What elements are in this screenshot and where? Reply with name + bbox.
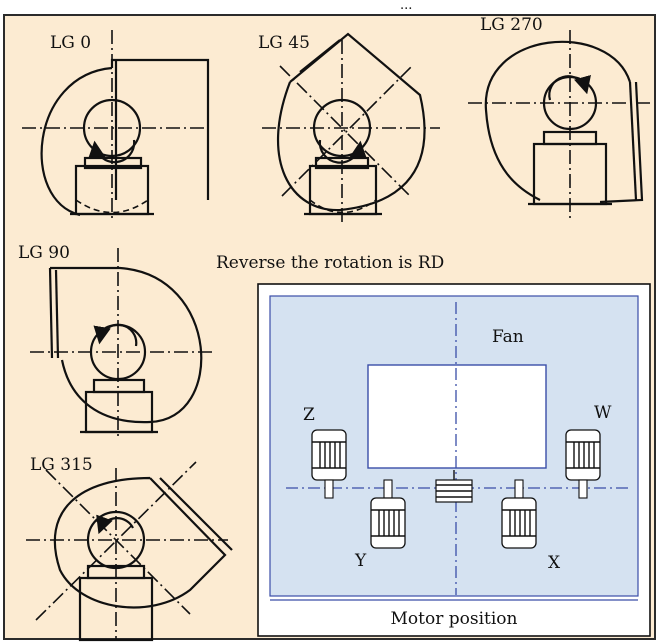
lg270-label: LG 270: [480, 15, 543, 35]
motor-x: [501, 479, 537, 549]
lg45-label: LG 45: [258, 33, 310, 53]
fan-body: [367, 364, 547, 469]
rotation-note: Reverse the rotation is RD: [216, 253, 444, 273]
lg0-label: LG 0: [50, 33, 91, 53]
position-label-x: X: [548, 553, 561, 573]
position-label-z: Z: [303, 405, 315, 425]
motor-position-caption: Motor position: [391, 609, 518, 629]
position-label-y: Y: [354, 551, 367, 571]
fan-drawing-lg45: LG 45: [258, 32, 440, 222]
fan-drawing-lg270: LG 270: [468, 15, 652, 222]
motor-z: [311, 429, 347, 499]
position-label-w: W: [594, 403, 612, 423]
motor-y: [370, 479, 406, 549]
fan-drawing-lg0: LG 0: [22, 30, 210, 222]
fan-label: Fan: [492, 327, 524, 347]
fan-drawing-lg90: LG 90: [18, 243, 215, 440]
fan-drawing-lg315: LG 315: [26, 455, 233, 642]
motor-w: [565, 429, 601, 499]
lg90-label: LG 90: [18, 243, 70, 263]
lg315-label: LG 315: [30, 455, 93, 475]
motor-position-panel: Fan Z: [257, 283, 651, 637]
header-fragment: ...: [400, 0, 412, 13]
